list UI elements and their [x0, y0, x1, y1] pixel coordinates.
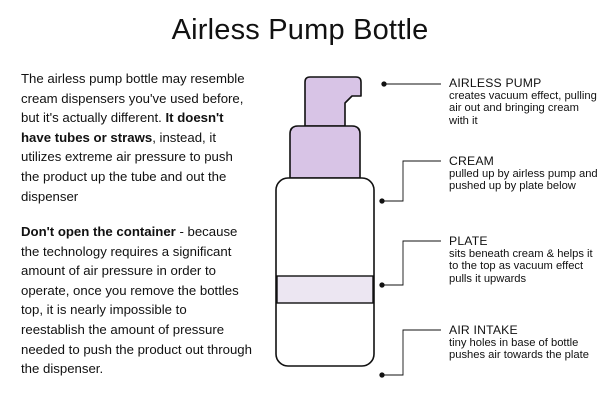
callout-title: CREAM	[449, 154, 495, 168]
leader-line-intake	[382, 329, 441, 376]
intro-paragraph-1: The airless pump bottle may resemble cre…	[21, 69, 253, 206]
intro-emphasis: It doesn't have tubes or straws	[21, 110, 224, 145]
leader-line-plate	[382, 240, 441, 286]
pump-head	[304, 76, 362, 127]
callout-text: sits beneath cream & helps it to the top…	[449, 248, 593, 285]
leader-dot-intake	[379, 372, 385, 378]
callout-text: pulled up by airless pump and pushed up …	[449, 168, 598, 193]
callout-plate: PLATE sits beneath cream & helps it to t…	[449, 235, 599, 285]
leader-dot-plate	[379, 282, 385, 288]
callout-text: creates vacuum effect, pulling air out a…	[449, 90, 597, 127]
callout-cream: CREAM pulled up by airless pump and push…	[449, 155, 599, 193]
leader-line-cream	[382, 160, 441, 202]
callout-air-intake: AIR INTAKE tiny holes in base of bottle …	[449, 324, 599, 362]
intro-text: , instead, it utilizes extreme air press…	[21, 129, 233, 204]
callout-title: PLATE	[449, 234, 488, 248]
page-title: Airless Pump Bottle	[171, 14, 429, 46]
callout-title: AIR INTAKE	[449, 323, 518, 337]
leader-lines	[379, 81, 441, 378]
pump-collar	[289, 125, 361, 179]
warning-text: - because the technology requires a sign…	[21, 224, 252, 377]
callout-text: tiny holes in base of bottle pushes air …	[449, 337, 589, 362]
callout-title: AIRLESS PUMP	[449, 76, 542, 90]
bottle-plate	[276, 275, 374, 304]
intro-paragraph-2: Don't open the container - because the t…	[21, 222, 253, 379]
callout-airless-pump: AIRLESS PUMP creates vacuum effect, pull…	[449, 77, 599, 127]
intro-text: The airless pump bottle may resemble cre…	[21, 71, 245, 126]
bottle-body	[275, 177, 375, 367]
warning-emphasis: Don't open the container	[21, 224, 176, 239]
leader-dot-cream	[379, 198, 385, 204]
leader-dot-pump	[381, 81, 387, 87]
